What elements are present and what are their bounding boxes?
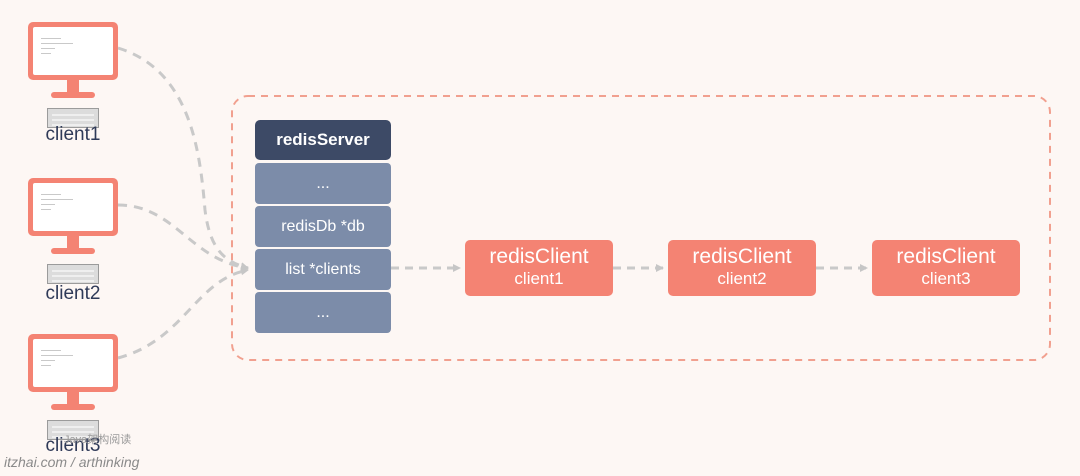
connector-client2-to-server (117, 203, 249, 271)
watermark-url: itzhai.com / arthinking (4, 454, 140, 470)
redis-client-node: redisClient client1 (465, 240, 613, 296)
redis-client-node: redisClient client2 (668, 240, 816, 296)
monitor-icon (28, 178, 118, 288)
redis-server-header: redisServer (255, 120, 391, 160)
monitor-icon (28, 22, 118, 132)
redis-client-name: client1 (514, 269, 564, 288)
client-label: client1 (45, 124, 101, 145)
redis-client-title: redisClient (692, 245, 792, 268)
monitor-icon (28, 334, 118, 444)
redis-client-title: redisClient (896, 245, 996, 268)
server-field-row: ... (255, 163, 391, 204)
client-label: client3 (45, 435, 101, 456)
keyboard-icon (47, 108, 99, 128)
redis-client-name: client2 (717, 269, 767, 288)
watermark-cn: Java架构阅读 (64, 434, 132, 446)
server-container-border (231, 95, 1051, 361)
client-label: client2 (45, 283, 101, 304)
redis-client-node: redisClient client3 (872, 240, 1020, 296)
connector-client3-to-server (117, 267, 249, 360)
redis-client-title: redisClient (489, 245, 589, 268)
server-field-clients: list *clients (255, 249, 391, 290)
keyboard-icon (47, 420, 99, 440)
connector-client1-to-server (117, 46, 249, 271)
keyboard-icon (47, 264, 99, 284)
server-field-row: ... (255, 292, 391, 333)
redis-client-name: client3 (921, 269, 971, 288)
server-field-db: redisDb *db (255, 206, 391, 247)
